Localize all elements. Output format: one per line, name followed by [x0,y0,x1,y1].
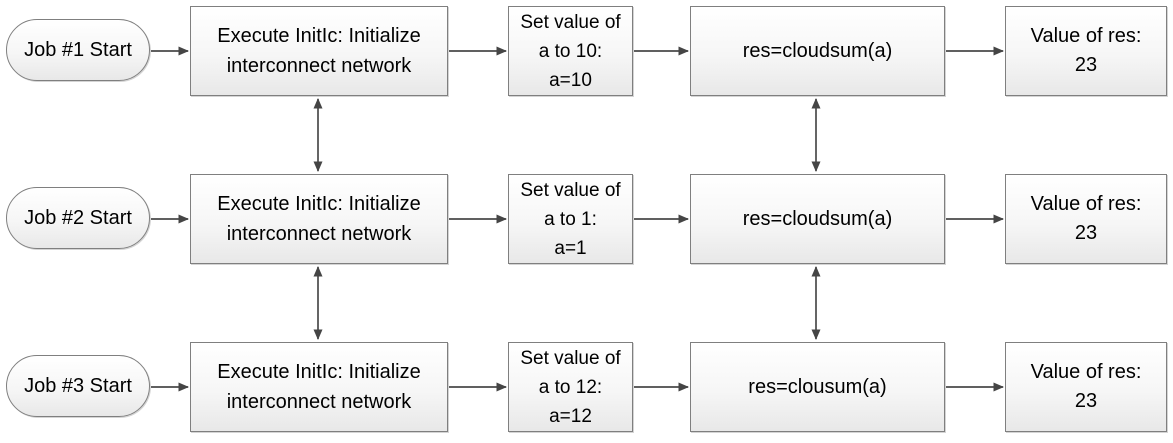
result-node-job3: Value of res: 23 [1005,342,1167,432]
set-value-node-job3: Set value of a to 12: a=12 [508,342,633,432]
start-node-job3: Job #3 Start [6,355,150,417]
result-node-job1: Value of res: 23 [1005,6,1167,96]
init-node-job3: Execute InitIc: Initialize interconnect … [190,342,448,432]
result-node-job2: Value of res: 23 [1005,174,1167,264]
compute-node-job1: res=cloudsum(a) [690,6,945,96]
init-node-job2: Execute InitIc: Initialize interconnect … [190,174,448,264]
set-value-node-job2: Set value of a to 1: a=1 [508,174,633,264]
set-value-node-job1: Set value of a to 10: a=10 [508,6,633,96]
start-node-job1: Job #1 Start [6,19,150,81]
init-node-job1: Execute InitIc: Initialize interconnect … [190,6,448,96]
start-node-job2: Job #2 Start [6,187,150,249]
compute-node-job3: res=clousum(a) [690,342,945,432]
compute-node-job2: res=cloudsum(a) [690,174,945,264]
